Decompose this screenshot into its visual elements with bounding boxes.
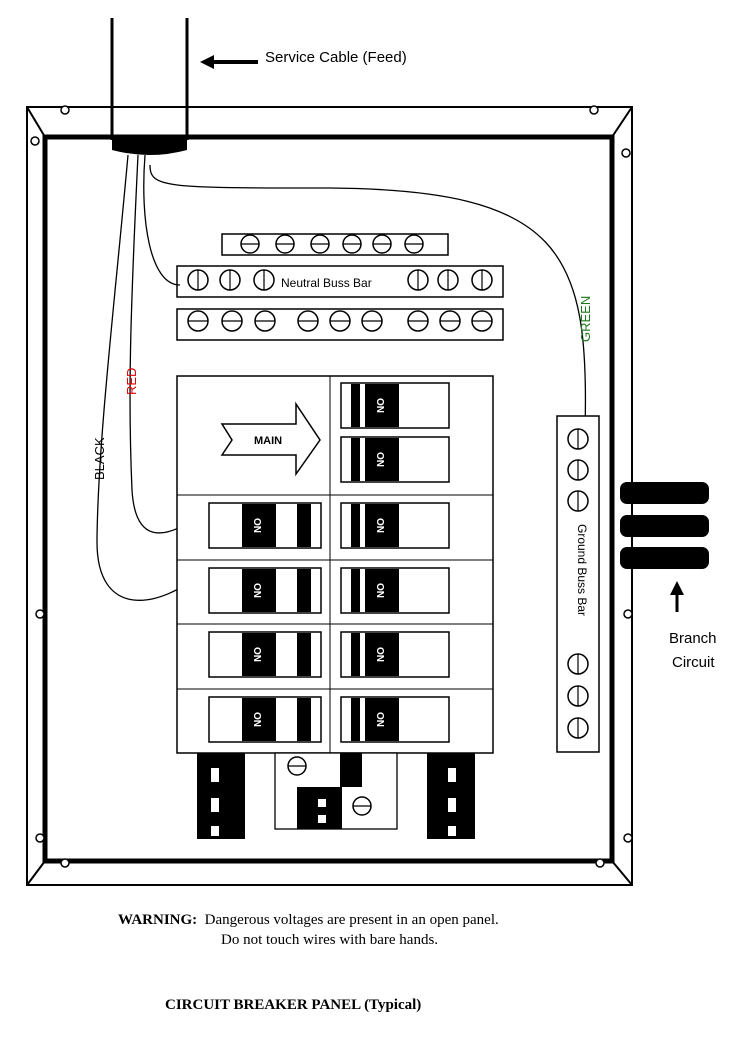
terminal-screw-icon [254, 310, 276, 332]
branch-circuit-cables [620, 482, 709, 569]
breaker-switch[interactable]: ON [340, 436, 450, 483]
breakers: ON ON ON ON ON ON ON ON ON ON [208, 382, 450, 743]
main-arrow-icon: MAIN [220, 401, 321, 477]
warning-text-line1: WARNING: Dangerous voltages are present … [118, 912, 499, 929]
terminal-screw-icon [404, 234, 424, 254]
terminal-screw-icon [297, 310, 319, 332]
breaker-switch[interactable]: ON [208, 631, 322, 678]
warning-line1: Dangerous voltages are present in an ope… [204, 912, 499, 928]
breaker-on-label: ON [374, 518, 385, 533]
breaker-switch[interactable]: ON [340, 631, 450, 678]
green-wire-label: GREEN [578, 296, 593, 342]
breaker-on-label: ON [251, 518, 262, 533]
mounting-screws [30, 105, 633, 868]
black-wire-label: BLACK [92, 437, 107, 480]
breaker-on-label: ON [374, 647, 385, 662]
terminal-screw-icon [471, 310, 493, 332]
terminal-screw-icon [187, 269, 209, 291]
neutral-wire [143, 154, 181, 286]
terminal-screw-icon [567, 653, 589, 675]
upper-terminal-bar [221, 233, 449, 256]
red-wire [129, 154, 206, 534]
terminal-screw-icon [361, 310, 383, 332]
lower-terminal-bar [176, 308, 504, 341]
terminal-screw-icon [240, 234, 260, 254]
breaker-on-label: ON [251, 647, 262, 662]
breaker-switch[interactable]: ON [208, 696, 322, 743]
terminal-screw-icon [567, 685, 589, 707]
bottom-bus-stabs [197, 752, 475, 839]
warning-line2: Do not touch wires with bare hands. [221, 932, 439, 948]
terminal-screw-icon [219, 269, 241, 291]
terminal-screw-icon [342, 234, 362, 254]
terminal-screw-icon [437, 269, 459, 291]
service-cable [110, 18, 189, 155]
terminal-screw-icon [275, 234, 295, 254]
terminal-screw-icon [372, 234, 392, 254]
neutral-buss-bar: Neutral Buss Bar [176, 265, 504, 298]
red-wire-label: RED [124, 368, 139, 395]
ground-buss-bar-label: Ground Buss Bar [575, 524, 589, 616]
breaker-switch[interactable]: ON [340, 382, 450, 429]
breaker-switch[interactable]: ON [340, 502, 450, 549]
terminal-screw-icon [471, 269, 493, 291]
breaker-on-label: ON [374, 712, 385, 727]
terminal-screw-icon [567, 717, 589, 739]
terminal-screw-icon [329, 310, 351, 332]
terminal-screw-icon [253, 269, 275, 291]
branch-circuit-arrow-icon [670, 581, 684, 612]
terminal-screw-icon [407, 310, 429, 332]
breaker-switch[interactable]: ON [208, 567, 322, 614]
ground-buss-bar: Ground Buss Bar [556, 415, 600, 753]
breaker-on-label: ON [251, 583, 262, 598]
warning-heading: WARNING: [118, 912, 198, 928]
terminal-screw-icon [567, 490, 589, 512]
terminal-screw-icon [407, 269, 429, 291]
terminal-screw-icon [567, 459, 589, 481]
diagram-caption: CIRCUIT BREAKER PANEL (Typical) [165, 997, 422, 1013]
breaker-on-label: ON [374, 583, 385, 598]
terminal-screw-icon [221, 310, 243, 332]
breaker-on-label: ON [374, 452, 385, 467]
main-label: MAIN [254, 435, 282, 447]
neutral-buss-bar-label: Neutral Buss Bar [281, 276, 372, 290]
terminal-screw-icon [187, 310, 209, 332]
branch-circuit-label-line2: Circuit [672, 654, 715, 671]
wires [96, 154, 587, 601]
breaker-switch[interactable]: ON [340, 696, 450, 743]
green-wire [149, 164, 587, 431]
terminal-screw-icon [310, 234, 330, 254]
breaker-on-label: ON [374, 398, 385, 413]
breaker-on-label: ON [251, 712, 262, 727]
branch-circuit-label-line1: Branch [669, 630, 717, 647]
breaker-switch[interactable]: ON [208, 502, 322, 549]
service-cable-arrow-icon [200, 55, 258, 69]
breaker-switch[interactable]: ON [340, 567, 450, 614]
terminal-screw-icon [439, 310, 461, 332]
service-cable-label: Service Cable (Feed) [265, 49, 407, 66]
black-wire [96, 154, 206, 601]
terminal-screw-icon [567, 428, 589, 450]
